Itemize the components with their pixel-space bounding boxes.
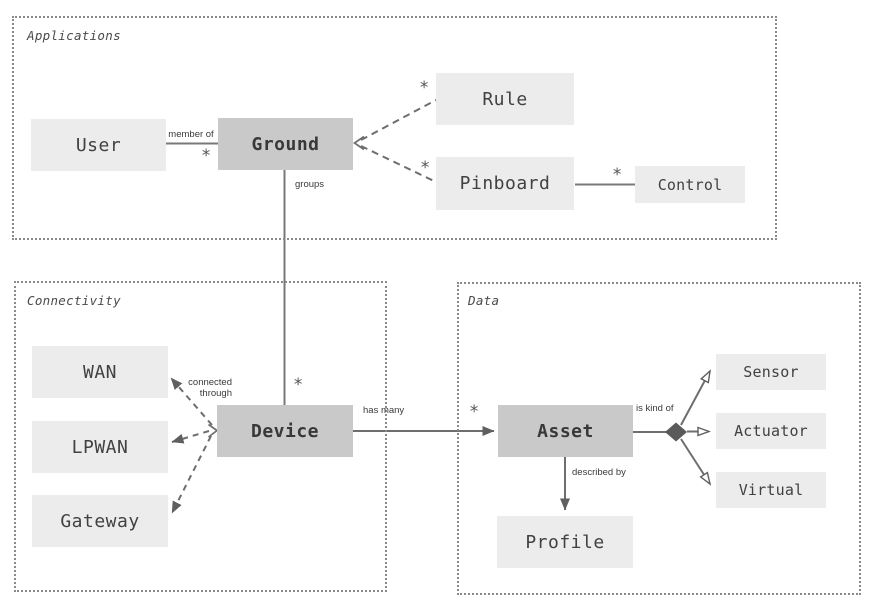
entity-ground: Ground [218, 118, 353, 170]
label-connected-through-line1: connected [188, 377, 232, 388]
entity-ground-label: Ground [251, 133, 320, 155]
group-label-connectivity: Connectivity [27, 293, 121, 308]
entity-asset-label: Asset [537, 420, 594, 442]
entity-actuator-label: Actuator [734, 422, 808, 440]
entity-virtual: Virtual [716, 472, 826, 508]
entity-rule: Rule [436, 73, 574, 125]
entity-lpwan: LPWAN [32, 421, 168, 473]
entity-device-label: Device [250, 420, 320, 442]
entity-device: Device [217, 405, 353, 457]
label-connected-through-line2: through [199, 387, 232, 399]
multiplicity-ground-rule: * [419, 78, 430, 98]
label-connected-through: connected through [184, 377, 232, 399]
multiplicity-pinboard-control: * [612, 165, 623, 185]
label-described-by: described by [572, 467, 626, 478]
entity-virtual-label: Virtual [738, 481, 804, 499]
group-label-data: Data [468, 293, 500, 308]
entity-rule-label: Rule [482, 88, 528, 110]
entity-lpwan-label: LPWAN [71, 436, 129, 458]
multiplicity-ground-pinboard: * [420, 158, 431, 178]
entity-control-label: Control [657, 175, 723, 194]
entity-profile-label: Profile [525, 531, 605, 553]
multiplicity-ground-device: * [293, 375, 304, 395]
multiplicity-user-ground: * [201, 146, 212, 166]
entity-actuator: Actuator [716, 413, 826, 449]
entity-gateway: Gateway [32, 495, 168, 547]
group-applications [12, 16, 777, 240]
entity-sensor: Sensor [716, 354, 826, 390]
entity-sensor-label: Sensor [743, 363, 799, 381]
label-is-kind-of: is kind of [636, 403, 674, 414]
entity-pinboard: Pinboard [436, 157, 574, 210]
entity-wan: WAN [32, 346, 168, 398]
label-has-many: has many [363, 405, 405, 416]
multiplicity-device-asset: * [469, 402, 480, 422]
entity-user-label: User [75, 134, 122, 156]
entity-profile: Profile [497, 516, 633, 568]
entity-asset: Asset [498, 405, 633, 457]
entity-control: Control [635, 166, 745, 203]
entity-user: User [31, 119, 166, 171]
label-member-of: member of [168, 129, 214, 140]
entity-pinboard-label: Pinboard [459, 173, 551, 194]
group-data [457, 282, 861, 595]
group-label-applications: Applications [27, 28, 121, 43]
entity-wan-label: WAN [82, 361, 117, 383]
entity-gateway-label: Gateway [60, 510, 140, 532]
label-groups: groups [295, 179, 325, 190]
group-connectivity [14, 281, 387, 592]
